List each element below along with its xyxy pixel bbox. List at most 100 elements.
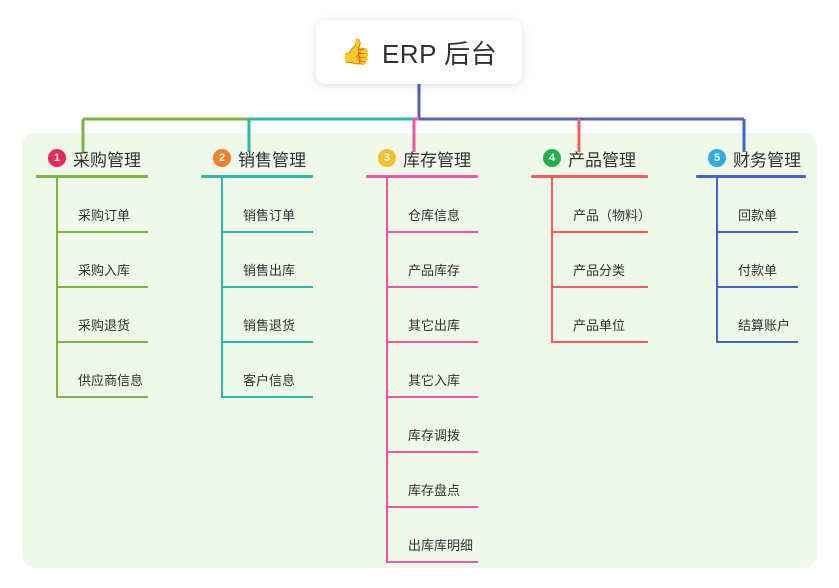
leaf-rule bbox=[386, 506, 478, 508]
leaf-rule bbox=[716, 231, 798, 233]
leaf-rule bbox=[56, 396, 148, 398]
leaf-item[interactable]: 回款单 bbox=[716, 178, 818, 233]
leaf-label: 销售退货 bbox=[243, 318, 296, 333]
leaf-list-3: 仓库信息产品库存其它出库其它入库库存调拨库存盘点出库库明细 bbox=[366, 178, 516, 563]
leaf-rule bbox=[221, 396, 313, 398]
leaf-item[interactable]: 付款单 bbox=[716, 233, 818, 288]
leaf-label: 其它入库 bbox=[408, 373, 461, 388]
branch-header-4[interactable]: 4 产品管理 bbox=[531, 146, 686, 170]
leaf-item[interactable]: 结算账户 bbox=[716, 288, 818, 343]
leaf-label: 销售订单 bbox=[243, 208, 296, 223]
branch-3[interactable]: 3 库存管理仓库信息产品库存其它出库其它入库库存调拨库存盘点出库库明细 bbox=[366, 146, 516, 563]
leaf-label: 采购订单 bbox=[78, 208, 131, 223]
leaf-item[interactable]: 产品单位 bbox=[551, 288, 686, 343]
leaf-rule bbox=[386, 341, 478, 343]
leaf-label: 产品（物料） bbox=[573, 208, 652, 223]
branch-1[interactable]: 1 采购管理采购订单采购入库采购退货供应商信息 bbox=[36, 146, 186, 398]
leaf-rule bbox=[221, 231, 313, 233]
leaf-item[interactable]: 采购订单 bbox=[56, 178, 186, 233]
branch-rule-4 bbox=[531, 175, 648, 178]
branch-title-1: 采购管理 bbox=[73, 150, 141, 170]
branch-title-2: 销售管理 bbox=[238, 150, 306, 170]
leaf-item[interactable]: 其它出库 bbox=[386, 288, 516, 343]
branch-badge-3: 3 bbox=[378, 149, 396, 167]
leaf-list-5: 回款单付款单结算账户 bbox=[696, 178, 818, 343]
leaf-item[interactable]: 库存调拨 bbox=[386, 398, 516, 453]
leaf-label: 出库库明细 bbox=[408, 538, 474, 553]
leaf-item[interactable]: 其它入库 bbox=[386, 343, 516, 398]
leaf-rule bbox=[221, 286, 313, 288]
leaf-label: 产品分类 bbox=[573, 263, 626, 278]
branch-spine-2 bbox=[221, 178, 223, 398]
leaf-item[interactable]: 供应商信息 bbox=[56, 343, 186, 398]
leaf-list-1: 采购订单采购入库采购退货供应商信息 bbox=[36, 178, 186, 398]
leaf-rule bbox=[56, 341, 148, 343]
leaf-rule bbox=[551, 286, 648, 288]
leaf-item[interactable]: 销售出库 bbox=[221, 233, 351, 288]
leaf-rule bbox=[386, 396, 478, 398]
leaf-label: 库存盘点 bbox=[408, 483, 461, 498]
leaf-rule bbox=[386, 451, 478, 453]
leaf-label: 产品库存 bbox=[408, 263, 461, 278]
leaf-item[interactable]: 产品（物料） bbox=[551, 178, 686, 233]
branch-header-1[interactable]: 1 采购管理 bbox=[36, 146, 186, 170]
leaf-rule bbox=[551, 231, 648, 233]
leaf-label: 供应商信息 bbox=[78, 373, 144, 388]
leaf-list-4: 产品（物料） 产品分类产品单位 bbox=[531, 178, 686, 343]
leaf-rule bbox=[221, 341, 313, 343]
branch-rule-5 bbox=[696, 175, 806, 178]
branch-spine-3 bbox=[386, 178, 388, 563]
leaf-rule bbox=[56, 286, 148, 288]
leaf-label: 结算账户 bbox=[738, 318, 791, 333]
root-node[interactable]: 👍 ERP 后台 bbox=[316, 20, 522, 84]
leaf-label: 回款单 bbox=[738, 208, 778, 223]
root-title: ERP 后台 bbox=[381, 38, 498, 69]
leaf-item[interactable]: 采购退货 bbox=[56, 288, 186, 343]
leaf-item[interactable]: 客户信息 bbox=[221, 343, 351, 398]
leaf-list-2: 销售订单销售出库销售退货客户信息 bbox=[201, 178, 351, 398]
branch-spine-5 bbox=[716, 178, 718, 343]
leaf-item[interactable]: 产品分类 bbox=[551, 233, 686, 288]
leaf-rule bbox=[56, 231, 148, 233]
branch-badge-4: 4 bbox=[543, 149, 561, 167]
branch-title-3: 库存管理 bbox=[403, 150, 471, 170]
leaf-item[interactable]: 仓库信息 bbox=[386, 178, 516, 233]
leaf-rule bbox=[386, 561, 478, 563]
leaf-label: 客户信息 bbox=[243, 373, 296, 388]
branch-spine-1 bbox=[56, 178, 58, 398]
branch-header-3[interactable]: 3 库存管理 bbox=[366, 146, 516, 170]
branch-4[interactable]: 4 产品管理产品（物料） 产品分类产品单位 bbox=[531, 146, 686, 343]
leaf-label: 付款单 bbox=[738, 263, 778, 278]
branches-panel bbox=[22, 133, 817, 568]
thumbs-up-icon: 👍 bbox=[340, 37, 372, 66]
leaf-item[interactable]: 销售订单 bbox=[221, 178, 351, 233]
branch-title-5: 财务管理 bbox=[733, 150, 801, 170]
branch-badge-1: 1 bbox=[48, 149, 66, 167]
branch-2[interactable]: 2 销售管理销售订单销售出库销售退货客户信息 bbox=[201, 146, 351, 398]
leaf-label: 产品单位 bbox=[573, 318, 626, 333]
branch-title-4: 产品管理 bbox=[568, 150, 636, 170]
branch-spine-4 bbox=[551, 178, 553, 343]
leaf-item[interactable]: 库存盘点 bbox=[386, 453, 516, 508]
leaf-label: 采购退货 bbox=[78, 318, 131, 333]
leaf-label: 采购入库 bbox=[78, 263, 131, 278]
leaf-item[interactable]: 产品库存 bbox=[386, 233, 516, 288]
leaf-label: 其它出库 bbox=[408, 318, 461, 333]
branch-badge-2: 2 bbox=[213, 149, 231, 167]
leaf-item[interactable]: 出库库明细 bbox=[386, 508, 516, 563]
leaf-item[interactable]: 销售退货 bbox=[221, 288, 351, 343]
branch-rule-1 bbox=[36, 175, 148, 178]
leaf-rule bbox=[716, 341, 798, 343]
branch-header-2[interactable]: 2 销售管理 bbox=[201, 146, 351, 170]
leaf-rule bbox=[551, 341, 648, 343]
leaf-item[interactable]: 采购入库 bbox=[56, 233, 186, 288]
leaf-label: 销售出库 bbox=[243, 263, 296, 278]
branch-rule-3 bbox=[366, 175, 478, 178]
leaf-label: 库存调拨 bbox=[408, 428, 461, 443]
leaf-rule bbox=[386, 286, 478, 288]
leaf-rule bbox=[716, 286, 798, 288]
branch-rule-2 bbox=[201, 175, 313, 178]
